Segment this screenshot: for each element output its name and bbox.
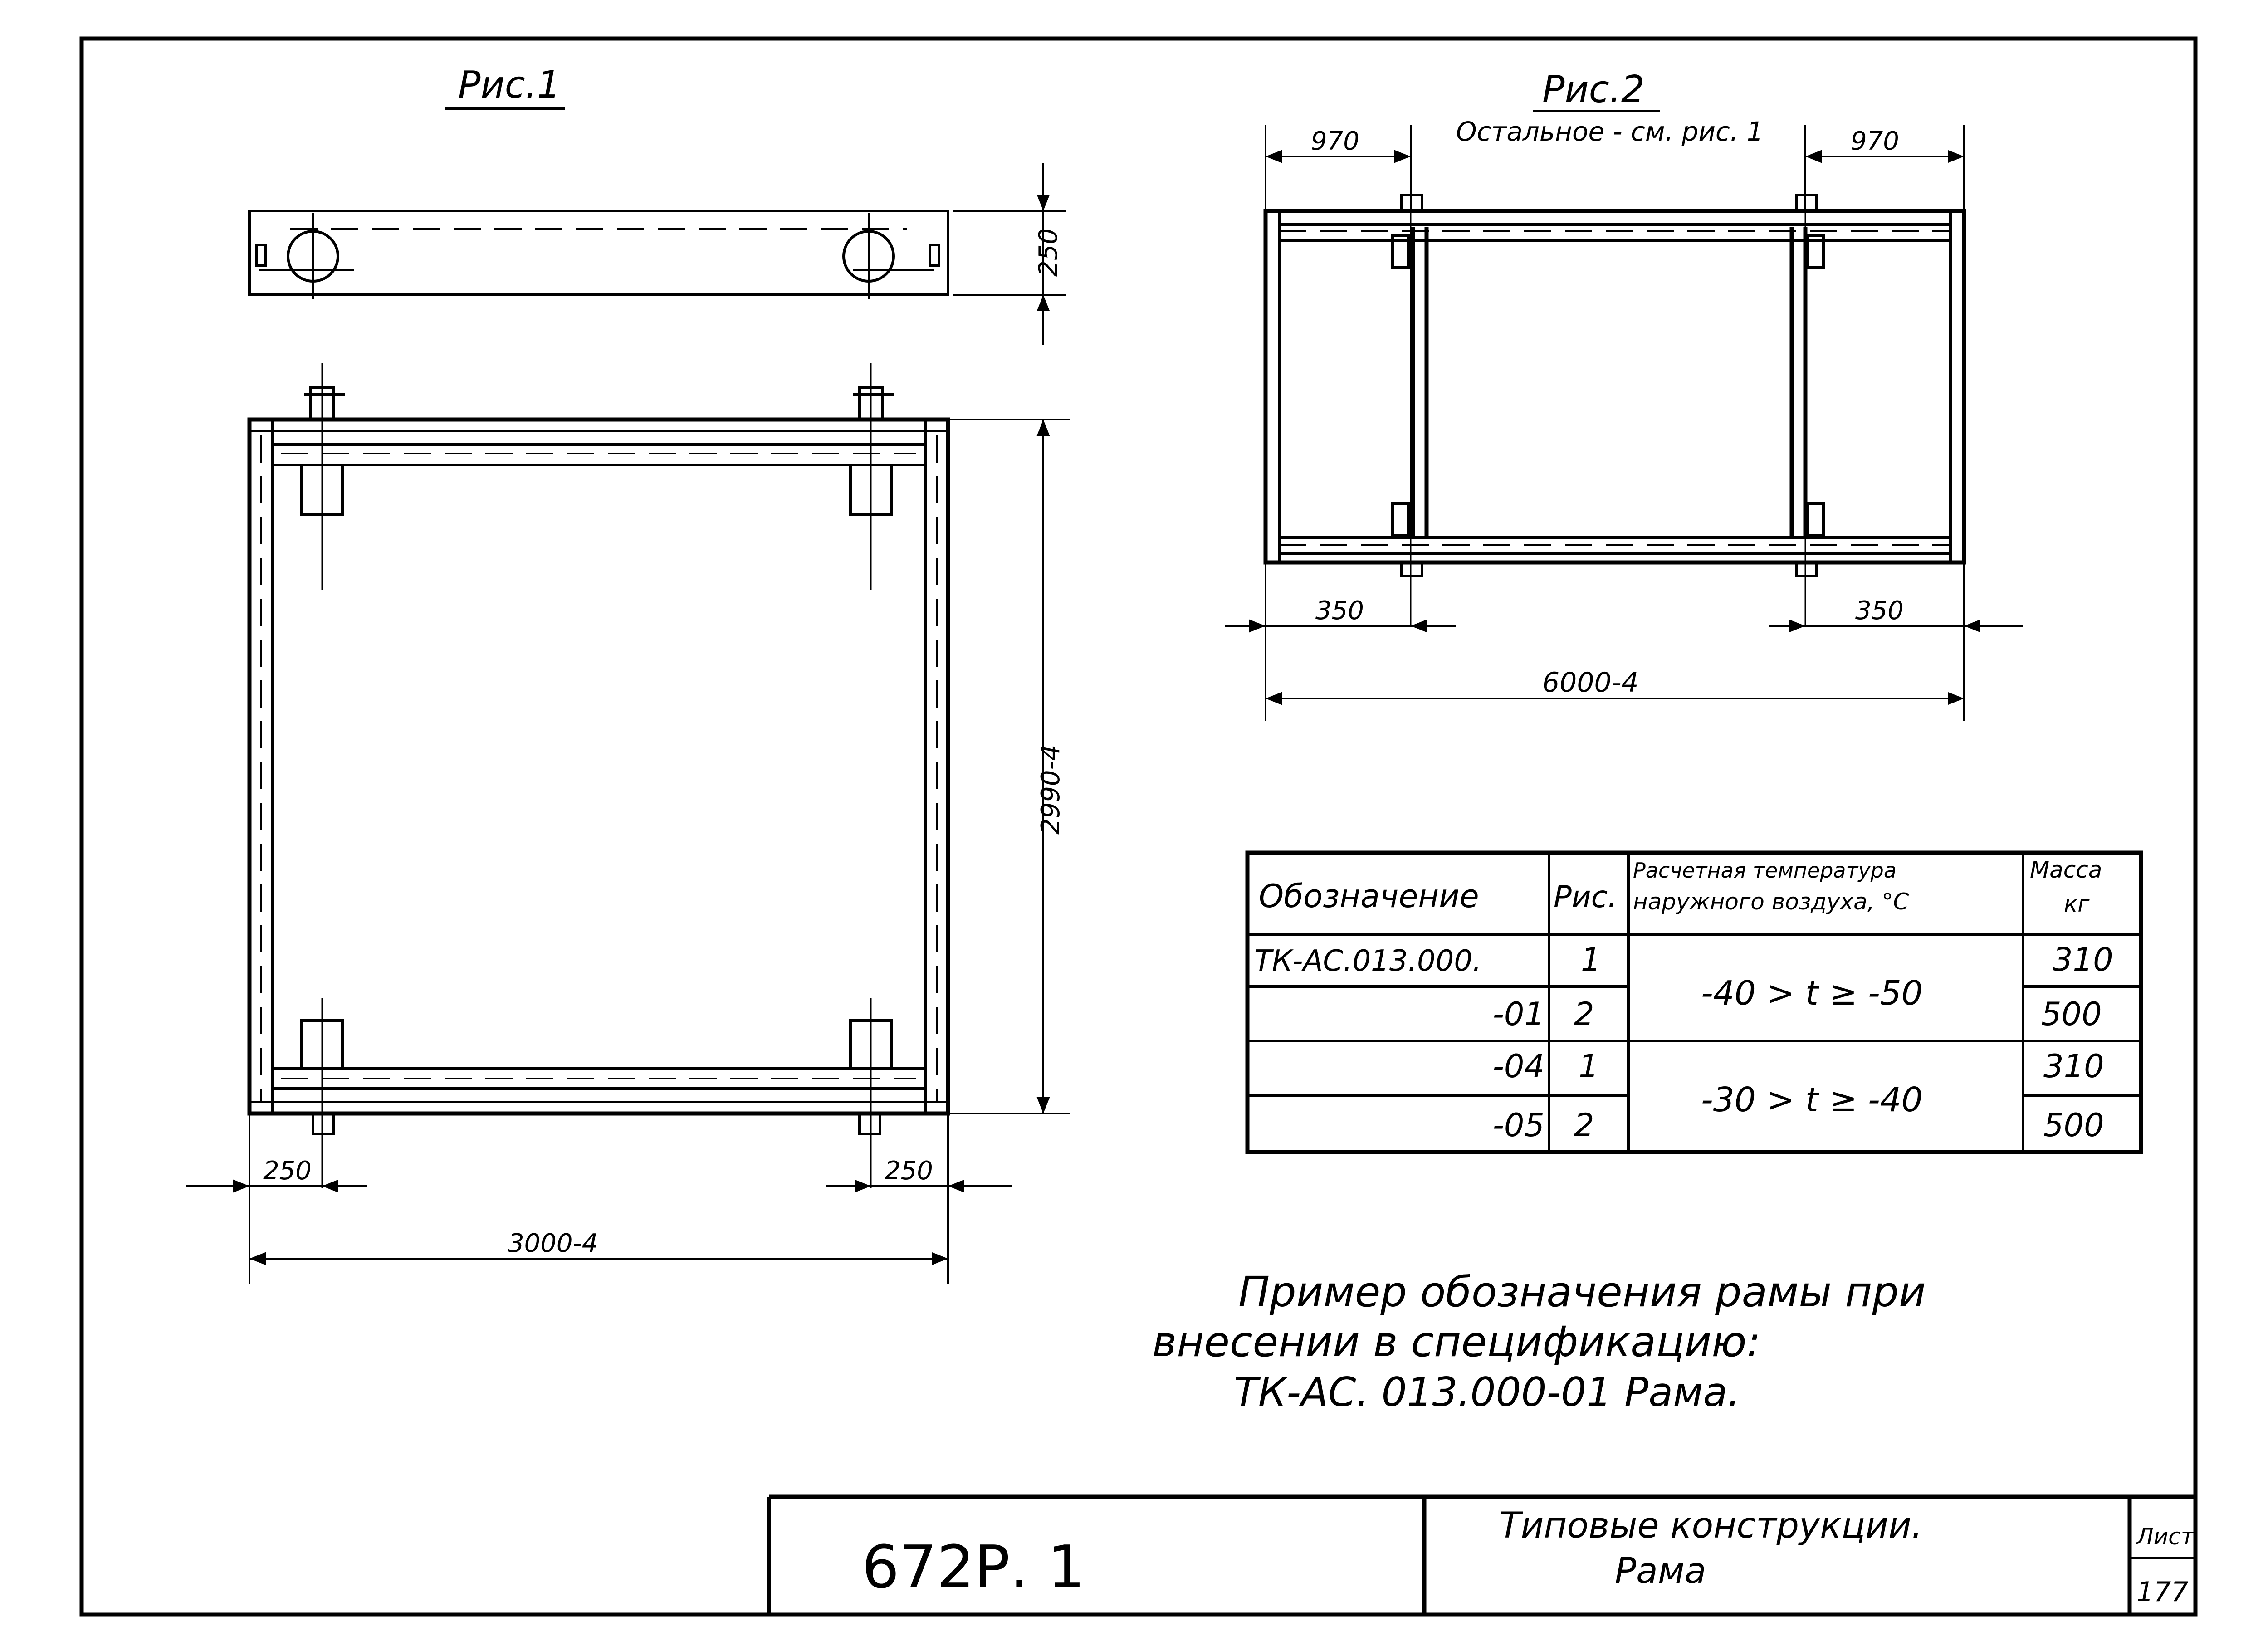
table-header-mass-1: Масса <box>2030 857 2102 883</box>
fig1-dim-height: 2990-4 <box>1036 745 1066 835</box>
table-header-temp-1: Расчетная температура <box>1633 858 1897 883</box>
table-temp-1: -30 > t ≥ -40 <box>1701 1080 1923 1119</box>
spec-table: Обозначение Рис. Расчетная температура н… <box>1245 850 2143 1154</box>
title-block-sheet-label: Лист <box>2136 1524 2195 1550</box>
fig1-dim-right-offset: 250 <box>885 1156 933 1186</box>
table-row-3-mass: 500 <box>2043 1107 2104 1144</box>
table-header-designation: Обозначение <box>1259 878 1479 915</box>
title-block-name-1: Типовые конструкции. <box>1499 1505 1923 1546</box>
fig2-subtitle: Остальное - см. рис. 1 <box>1456 116 1764 147</box>
note-line-1: Пример обозначения рамы при <box>1238 1268 1926 1316</box>
fig2-dim-bottom-right: 350 <box>1855 596 1904 625</box>
fig2-title: Рис.2 <box>1542 68 1645 111</box>
fig1-dim-left-offset: 250 <box>263 1156 312 1186</box>
title-block-sheet-number: 177 <box>2136 1576 2189 1608</box>
fig2-dim-top-left: 970 <box>1311 127 1359 156</box>
table-row-1-designation: -01 <box>1493 996 1545 1033</box>
table-header-temp-2: наружного воздуха, °С <box>1633 889 1909 915</box>
fig1-title: Рис.1 <box>458 63 561 107</box>
sheet-border <box>79 36 2198 1617</box>
fig1-top-view <box>248 210 949 299</box>
fig2-dim-width: 6000-4 <box>1542 667 1639 698</box>
table-temp-0: -40 > t ≥ -50 <box>1701 974 1923 1013</box>
table-row-2-mass: 310 <box>2043 1048 2104 1085</box>
table-row-1-fig: 2 <box>1574 996 1594 1033</box>
designation-note: Пример обозначения рамы при внесении в с… <box>1152 1268 1926 1416</box>
table-row-0-fig: 1 <box>1581 941 1601 978</box>
title-block-code: 672Р. 1 <box>862 1533 1085 1602</box>
table-row-2-designation: -04 <box>1493 1048 1545 1085</box>
fig2-frame-view <box>1263 181 1966 626</box>
table-header-mass-2: кг <box>2064 891 2090 917</box>
note-line-2: внесении в спецификацию: <box>1152 1318 1761 1366</box>
note-line-3: ТК-АС. 013.000-01 Рама. <box>1234 1369 1740 1416</box>
table-row-3-fig: 2 <box>1574 1107 1594 1144</box>
fig2-dim-top-right: 970 <box>1851 127 1899 156</box>
table-header-fig: Рис. <box>1554 879 1617 914</box>
fig2: Рис.2 Остальное - см. рис. 1 970 970 <box>1225 68 2023 721</box>
fig1-dim-width: 3000-4 <box>508 1229 598 1258</box>
fig1: Рис.1 250 <box>186 63 1070 1284</box>
table-row-3-designation: -05 <box>1493 1107 1545 1144</box>
table-row-2-fig: 1 <box>1579 1048 1599 1085</box>
fig2-dim-bottom-left: 350 <box>1315 596 1364 625</box>
table-row-0-mass: 310 <box>2053 941 2113 978</box>
title-block-name-2: Рама <box>1615 1551 1706 1592</box>
table-row-1-mass: 500 <box>2041 996 2102 1033</box>
table-row-0-designation: ТК-АС.013.000. <box>1254 944 1481 978</box>
title-block: 672Р. 1 Типовые конструкции. Рама Лист 1… <box>767 1494 2195 1615</box>
fig1-dim-height-top: 250 <box>1034 228 1063 277</box>
fig1-frame-view <box>247 363 950 1188</box>
